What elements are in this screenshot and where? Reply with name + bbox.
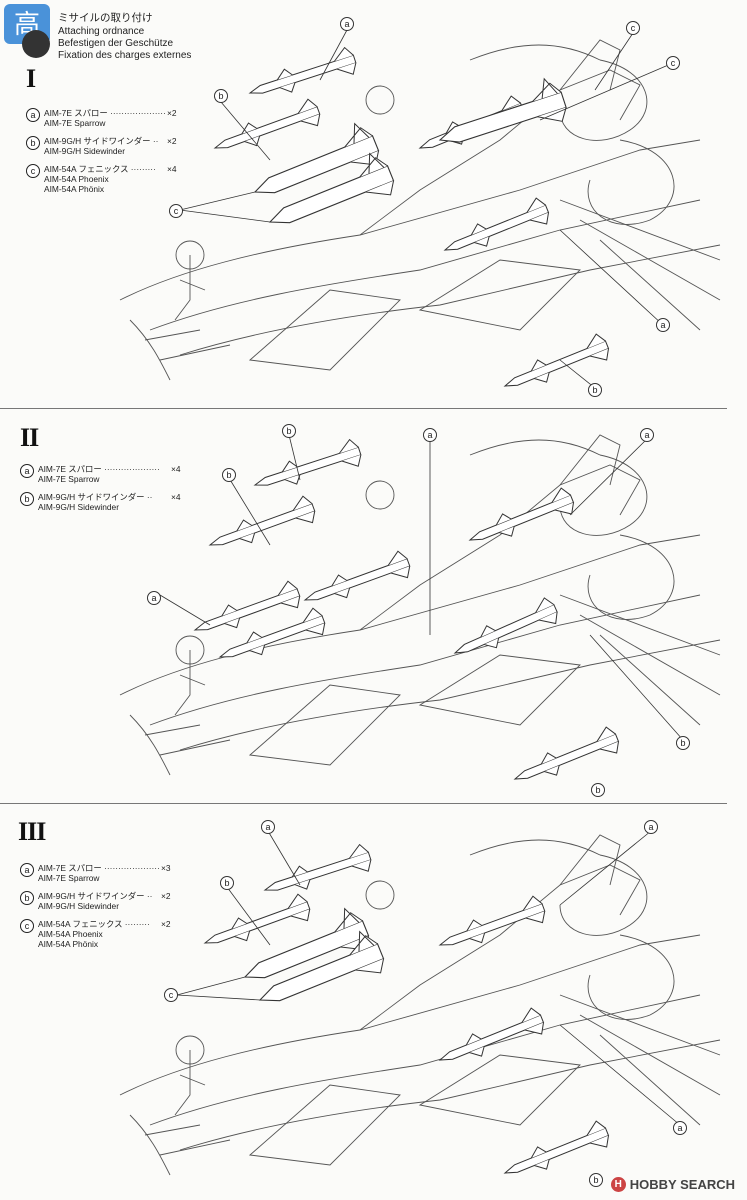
- step-numeral: III: [18, 817, 46, 846]
- callout-label: a: [427, 430, 432, 440]
- legend-item: b AIM-9G/H サイドワインダー ·· ×4 AIM-9G/H Sidew…: [20, 492, 195, 512]
- aircraft-drawing-step-1: a b c c c a b: [119, 17, 721, 400]
- callout-marker: [656, 318, 670, 332]
- step-badge: [22, 30, 50, 58]
- callout-label: b: [224, 878, 229, 888]
- part-qty: ×3: [161, 863, 171, 873]
- callout-label: c: [631, 23, 636, 33]
- callout-label: b: [286, 426, 291, 436]
- part-key: c: [20, 919, 34, 933]
- parts-legend: a AIM-7E スパロー ···················· ×3 AI…: [20, 863, 190, 957]
- part-key: a: [20, 863, 34, 877]
- legend-item: a AIM-7E スパロー ···················· ×4 AI…: [20, 464, 195, 484]
- callout-label: a: [644, 430, 649, 440]
- callout-label: b: [680, 738, 685, 748]
- part-key: b: [20, 891, 34, 905]
- title-en: Attaching ordnance: [58, 26, 145, 37]
- title-fr: Fixation des charges externes: [58, 50, 192, 61]
- callout-label: a: [344, 19, 349, 29]
- watermark-text: HOBBY SEARCH: [629, 1177, 735, 1192]
- part-key: c: [26, 164, 40, 178]
- watermark: H HOBBY SEARCH: [610, 1177, 735, 1192]
- callout-label: c: [671, 58, 676, 68]
- legend-item: c AIM-54A フェニックス ········· ×2 AIM-54A Ph…: [20, 919, 190, 949]
- section-divider: [0, 803, 727, 804]
- part-key: a: [26, 108, 40, 122]
- legend-item: b AIM-9G/H サイドワインダー ·· ×2 AIM-9G/H Sidew…: [26, 136, 196, 156]
- section-divider: [0, 408, 727, 409]
- callout-marker: [588, 383, 602, 397]
- callout-label: b: [226, 470, 231, 480]
- part-qty: ×2: [167, 136, 177, 146]
- callout-label: b: [218, 91, 223, 101]
- callout-label: b: [592, 385, 597, 395]
- callout-label: c: [169, 990, 174, 1000]
- legend-item: b AIM-9G/H サイドワインダー ·· ×2 AIM-9G/H Sidew…: [20, 891, 190, 911]
- callout-marker: [340, 17, 354, 31]
- part-qty: ×4: [171, 464, 181, 474]
- part-qty: ×2: [167, 108, 177, 118]
- legend-item: a AIM-7E スパロー ···················· ×2 AI…: [26, 108, 196, 128]
- step-numeral: II: [20, 423, 39, 452]
- part-qty: ×2: [161, 919, 171, 929]
- part-qty: ×4: [171, 492, 181, 502]
- part-key: b: [26, 136, 40, 150]
- part-key: a: [20, 464, 34, 478]
- title-jp: ミサイルの取り付け: [58, 12, 153, 24]
- callout-label: a: [265, 822, 270, 832]
- aircraft-drawing-step-2: b b a a a b b: [119, 424, 721, 797]
- callout-marker: [169, 204, 183, 218]
- legend-item: a AIM-7E スパロー ···················· ×3 AI…: [20, 863, 190, 883]
- step-numeral: I: [26, 64, 36, 93]
- part-qty: ×4: [167, 164, 177, 174]
- callout-label: a: [151, 593, 156, 603]
- parts-legend: a AIM-7E スパロー ···················· ×4 AI…: [20, 464, 195, 520]
- parts-legend: a AIM-7E スパロー ···················· ×2 AI…: [26, 108, 196, 202]
- callout-marker: [626, 21, 640, 35]
- callout-label: b: [595, 785, 600, 795]
- part-qty: ×2: [161, 891, 171, 901]
- callout-label: a: [677, 1123, 682, 1133]
- callout-label: a: [648, 822, 653, 832]
- aircraft-drawing-step-3: a a b c a b: [119, 820, 721, 1187]
- watermark-badge: H: [610, 1177, 626, 1192]
- callout-marker: [214, 89, 228, 103]
- title-de: Befestigen der Geschütze: [58, 38, 174, 49]
- callout-label: c: [174, 206, 179, 216]
- callout-marker: [666, 56, 680, 70]
- part-key: b: [20, 492, 34, 506]
- legend-item: c AIM-54A フェニックス ········· ×4 AIM-54A Ph…: [26, 164, 196, 194]
- callout-label: b: [593, 1175, 598, 1185]
- title-multilang: Attaching ordnance Befestigen der Geschü…: [58, 26, 191, 62]
- callout-label: a: [660, 320, 665, 330]
